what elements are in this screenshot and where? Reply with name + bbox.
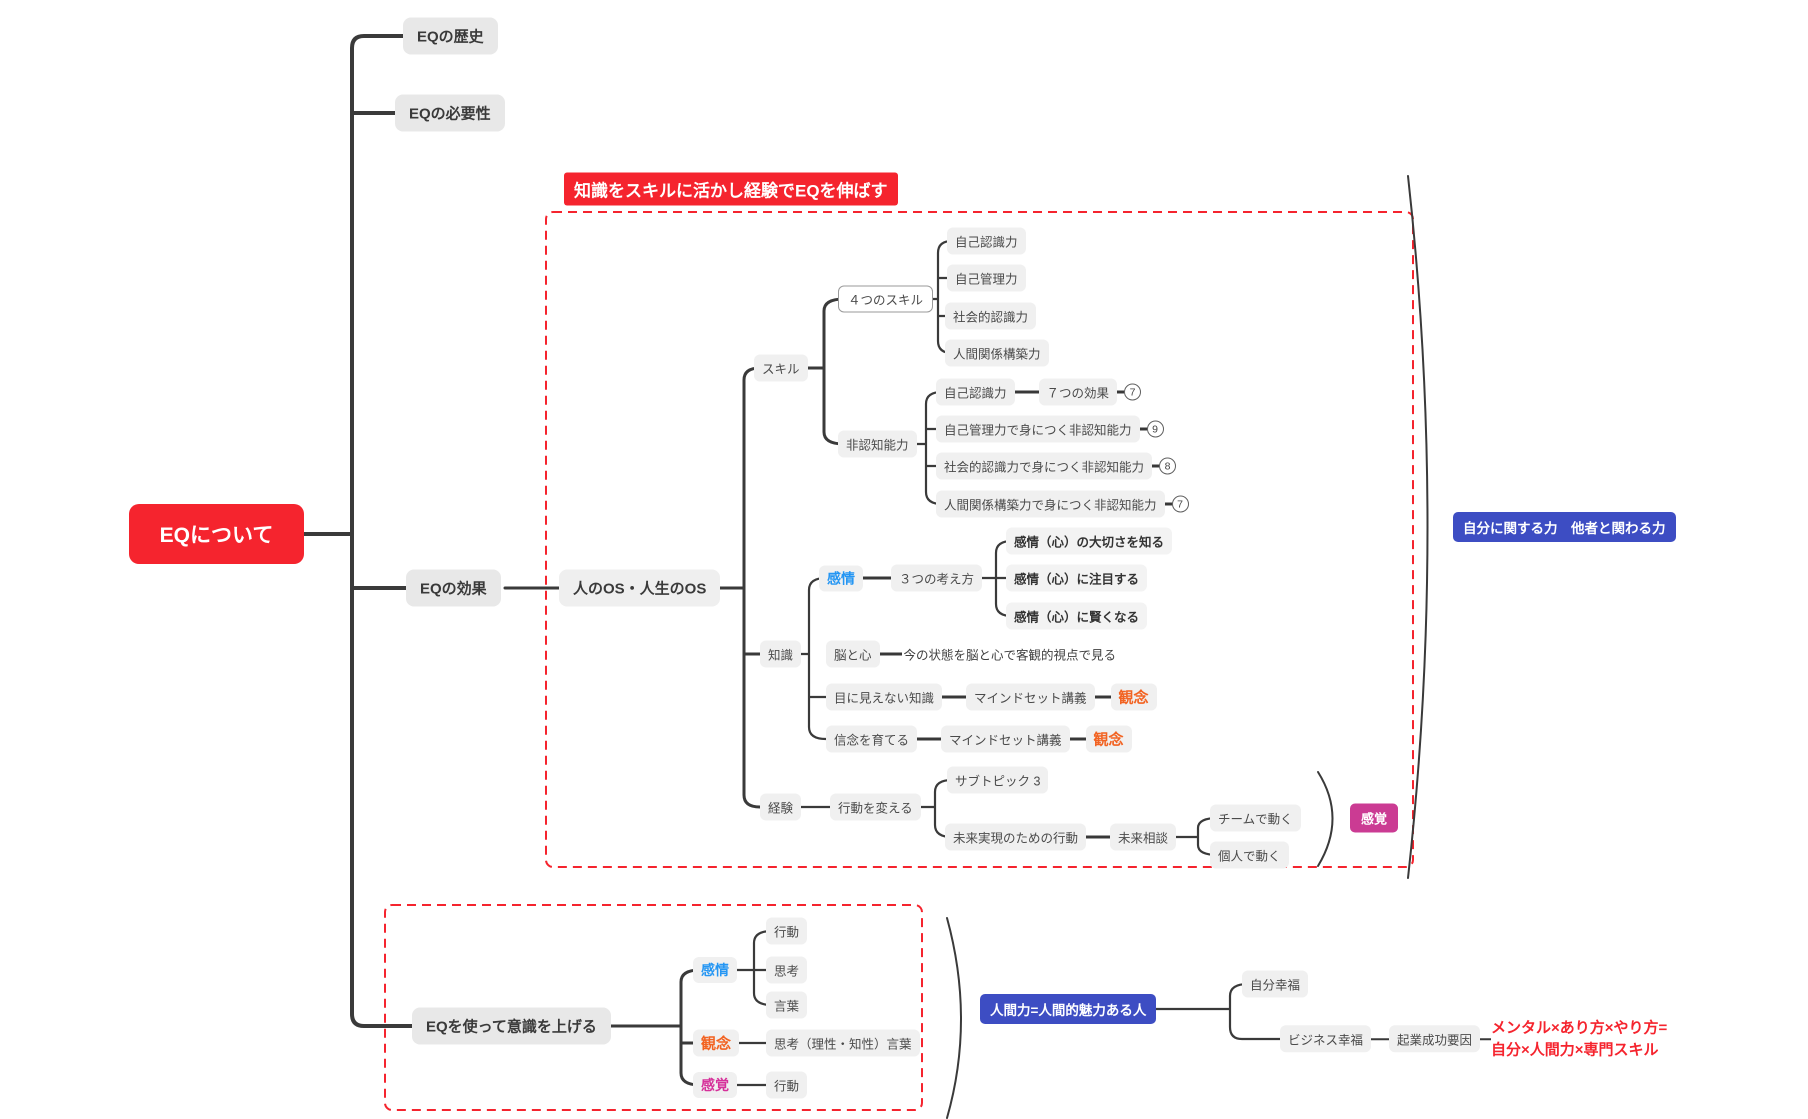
leaf-startup-success[interactable]: 起業成功要因	[1389, 1025, 1481, 1053]
topic-concept-bottom[interactable]: 観念	[693, 1029, 740, 1057]
root-topic[interactable]: EQについて	[129, 504, 304, 564]
topic-belief[interactable]: 信念を育てる	[826, 725, 918, 753]
topic-three-ways[interactable]: ３つの考え方	[891, 564, 983, 592]
count-badge[interactable]: 8	[1159, 457, 1177, 475]
leaf-self-awareness[interactable]: 自己認識力	[947, 227, 1026, 255]
trunk-connector	[298, 34, 422, 1028]
formula-line-2: 自分×人間力×専門スキル	[1491, 1041, 1659, 1058]
leaf-subtopic-3[interactable]: サブトピック 3	[947, 766, 1049, 794]
connector	[1139, 427, 1147, 431]
noncognitive-row-1[interactable]: 自己認識力 ７つの効果 7	[936, 378, 1142, 406]
leaf-words[interactable]: 言葉	[766, 991, 808, 1019]
invisible-knowledge-row[interactable]: 目に見えない知識 マインドセット講義 観念	[826, 683, 1157, 711]
callout-banner[interactable]: 知識をスキルに活かし経験でEQを伸ばす	[564, 172, 898, 206]
topic-noncognitive[interactable]: 非認知能力	[838, 430, 917, 458]
topic-skill[interactable]: スキル	[754, 354, 808, 382]
leaf-rational-thinking[interactable]: 思考（理性・知性）言葉	[766, 1029, 920, 1057]
topic-future-action[interactable]: 未来実現のための行動	[945, 823, 1087, 851]
formula-line-1: メンタル×あり方×やり方=	[1491, 1019, 1668, 1037]
topic-sense-bottom[interactable]: 感覚	[693, 1072, 737, 1098]
topic-os[interactable]: 人のOS・人生のOS	[559, 569, 721, 607]
topic-emotion-bottom[interactable]: 感情	[693, 957, 737, 983]
leaf-action-1[interactable]: 行動	[766, 917, 808, 945]
future-action-row[interactable]: 未来実現のための行動 未来相談	[945, 823, 1177, 851]
leaf-mindset-lecture-1[interactable]: マインドセット講義	[966, 683, 1095, 711]
leaf-self-management[interactable]: 自己管理力	[947, 264, 1026, 292]
leaf-self-happiness[interactable]: 自分幸福	[1242, 970, 1309, 998]
leaf-social-awareness[interactable]: 社会的認識力	[945, 302, 1037, 330]
leaf-brain-heart-detail[interactable]: 今の状態を脳と心で客観的視点で見る	[903, 648, 1117, 663]
tag-concept-2[interactable]: 観念	[1085, 725, 1132, 753]
topic-eq-effect[interactable]: EQの効果	[406, 569, 501, 607]
connector	[863, 576, 891, 580]
noncognitive-row-3[interactable]: 社会的認識力で身につく非認知能力 8	[936, 452, 1177, 480]
leaf-nc2[interactable]: 自己管理力で身につく非認知能力	[936, 415, 1140, 443]
topic-emotion[interactable]: 感情	[819, 565, 863, 591]
count-badge[interactable]: 7	[1124, 383, 1142, 401]
bracket-bottom-summary	[946, 917, 962, 1119]
connector	[1480, 1037, 1492, 1041]
raise-spine	[594, 968, 702, 1087]
topic-change-action[interactable]: 行動を変える	[830, 793, 921, 821]
leaf-nc1-detail[interactable]: ７つの効果	[1038, 378, 1118, 406]
leaf-thinking[interactable]: 思考	[766, 956, 808, 984]
topic-eq-necessity[interactable]: EQの必要性	[395, 94, 505, 132]
topic-knowledge[interactable]: 知識	[760, 640, 802, 668]
noncognitive-row-4[interactable]: 人間関係構築力で身につく非認知能力 7	[936, 490, 1189, 518]
leaf-emotion-way-3[interactable]: 感情（心）に賢くなる	[1006, 602, 1148, 630]
summary-human-power[interactable]: 人間力=人間的魅力ある人	[980, 994, 1157, 1024]
belief-row[interactable]: 信念を育てる マインドセット講義 観念	[826, 725, 1132, 753]
connector	[879, 652, 902, 656]
count-badge[interactable]: 7	[1171, 495, 1189, 513]
connector	[1069, 737, 1086, 741]
noncognitive-spine	[908, 390, 944, 506]
tag-concept-1[interactable]: 観念	[1110, 683, 1157, 711]
topic-future-consult[interactable]: 未来相談	[1110, 823, 1177, 851]
boundary-upper-dashed-box	[545, 211, 1414, 868]
leaf-nc4[interactable]: 人間関係構築力で身につく非認知能力	[936, 490, 1165, 518]
topic-business-happiness[interactable]: ビジネス幸福	[1280, 1025, 1372, 1053]
connector	[917, 737, 942, 741]
connector	[1014, 390, 1039, 394]
leaf-team[interactable]: チームで動く	[1210, 804, 1301, 832]
connector	[1152, 464, 1160, 468]
count-badge[interactable]: 9	[1146, 420, 1164, 438]
leaf-individual[interactable]: 個人で動く	[1210, 841, 1289, 869]
leaf-action-2[interactable]: 行動	[766, 1071, 808, 1099]
brain-heart-row[interactable]: 脳と心 今の状態を脳と心で客観的視点で見る	[826, 640, 1118, 668]
leaf-emotion-way-2[interactable]: 感情（心）に注目する	[1006, 564, 1148, 592]
connector	[1164, 502, 1172, 506]
human-power-spine	[1148, 982, 1292, 1041]
leaf-relationship[interactable]: 人間関係構築力	[945, 339, 1049, 367]
summary-right-power[interactable]: 自分に関する力 他者と関わる力	[1453, 512, 1676, 542]
topic-eq-history[interactable]: EQの歴史	[403, 17, 498, 55]
os-spine	[716, 366, 770, 809]
topic-eq-raise[interactable]: EQを使って意識を上げる	[412, 1007, 611, 1045]
summary-sense[interactable]: 感覚	[1350, 803, 1399, 833]
formula-text: メンタル×あり方×やり方= 自分×人間力×専門スキル	[1491, 1017, 1667, 1061]
connector	[1086, 835, 1111, 839]
business-happiness-row[interactable]: ビジネス幸福 起業成功要因 メンタル×あり方×やり方= 自分×人間力×専門スキル	[1280, 1017, 1667, 1061]
topic-invisible-knowledge[interactable]: 目に見えない知識	[826, 683, 943, 711]
noncognitive-row-2[interactable]: 自己管理力で身につく非認知能力 9	[936, 415, 1164, 443]
bracket-team-summary	[1317, 771, 1334, 867]
topic-experience[interactable]: 経験	[760, 793, 802, 821]
leaf-nc3[interactable]: 社会的認識力で身につく非認知能力	[936, 452, 1153, 480]
connector	[1094, 695, 1111, 699]
topic-brain-heart[interactable]: 脳と心	[826, 640, 880, 668]
leaf-mindset-lecture-2[interactable]: マインドセット講義	[941, 725, 1070, 753]
leaf-nc1[interactable]: 自己認識力	[936, 378, 1015, 406]
bracket-right-summary	[1407, 175, 1429, 879]
topic-four-skills[interactable]: ４つのスキル	[838, 285, 934, 313]
connector	[1117, 390, 1125, 394]
connector	[1371, 1037, 1390, 1041]
leaf-emotion-way-1[interactable]: 感情（心）の大切さを知る	[1006, 527, 1173, 555]
connector	[942, 695, 967, 699]
boundary-lower-dashed-box	[384, 904, 923, 1111]
emotion-row[interactable]: 感情 ３つの考え方	[819, 564, 983, 592]
